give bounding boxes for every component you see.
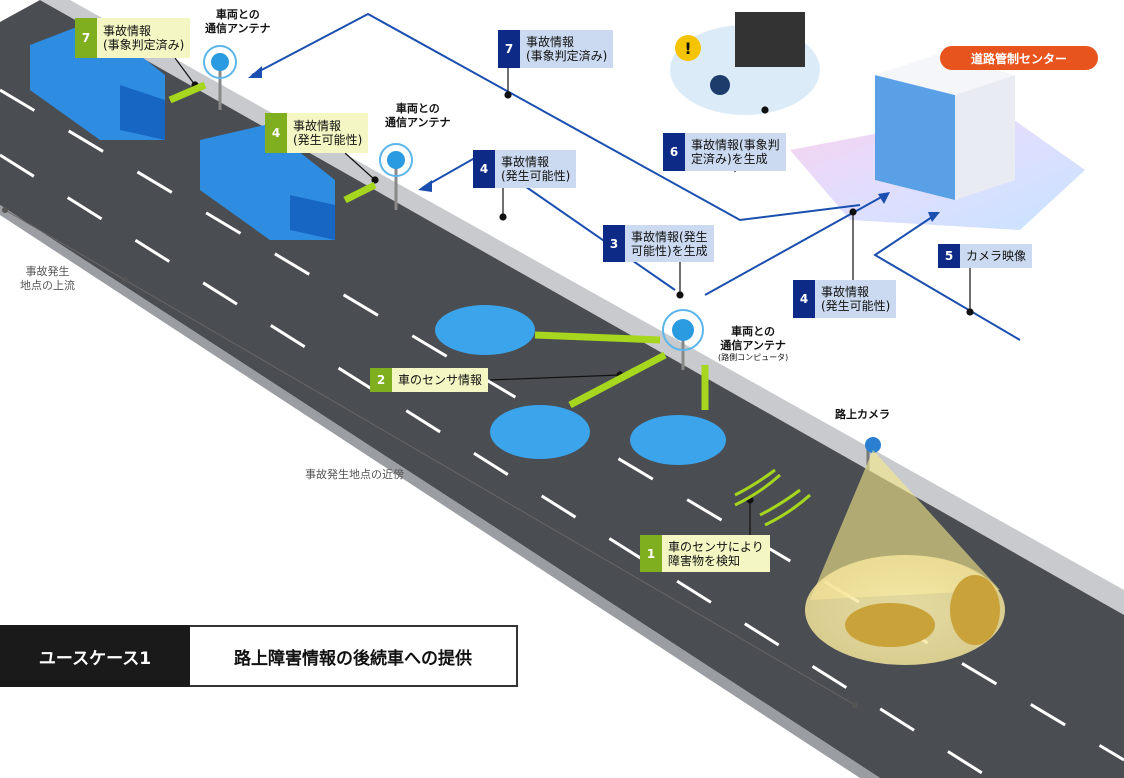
antenna-label: 車両との 通信アンテナ xyxy=(205,8,271,35)
camera-label: 路上カメラ xyxy=(835,408,890,421)
truck xyxy=(200,125,335,240)
antenna-label-roadside: 車両との 通信アンテナ(路側コンピュータ) xyxy=(718,325,788,363)
step-number: 4 xyxy=(265,113,287,153)
camera-icon xyxy=(865,437,881,453)
antenna-label: 車両との 通信アンテナ xyxy=(720,325,786,352)
sensor-waves xyxy=(734,468,812,527)
control-center-label: 道路管制センター xyxy=(940,46,1098,70)
step-number: 2 xyxy=(370,368,392,392)
antenna-label: 車両との 通信アンテナ xyxy=(385,102,451,129)
zone-near: 事故発生地点の近傍 xyxy=(305,468,404,481)
step-number: 4 xyxy=(473,150,495,188)
step-number: 1 xyxy=(640,535,662,572)
guardrail xyxy=(40,0,1124,615)
callout-text: 事故情報(発生 可能性)を生成 xyxy=(625,225,714,262)
callout-text: 事故情報 (発生可能性) xyxy=(495,150,577,188)
callout-text: 事故情報 (発生可能性) xyxy=(815,280,897,318)
callout-text: 事故情報 (発生可能性) xyxy=(287,113,369,153)
zone-line xyxy=(4,209,856,706)
use-case-banner: ユースケース1 路上障害情報の後続車への提供 xyxy=(0,625,518,687)
zone-upstream: 事故発生 地点の上流 xyxy=(20,265,75,292)
alert-icon xyxy=(675,35,701,61)
step-number: 3 xyxy=(603,225,625,262)
callout-text: 事故情報 (事象判定済み) xyxy=(97,18,191,58)
green-arrows xyxy=(168,81,709,410)
step-number: 7 xyxy=(498,30,520,68)
callout-text: 事故情報 (事象判定済み) xyxy=(520,30,614,68)
control-center-building xyxy=(875,75,955,200)
antenna-sublabel: (路側コンピュータ) xyxy=(718,353,789,362)
callout-text: カメラ映像 xyxy=(960,244,1033,268)
step-number: 5 xyxy=(938,244,960,268)
road-shoulder xyxy=(0,205,880,778)
callout-text: 車のセンサ情報 xyxy=(392,368,489,392)
antenna-icons xyxy=(203,45,704,370)
use-case-number: ユースケース1 xyxy=(0,625,190,687)
cars xyxy=(435,305,726,465)
step-number: 7 xyxy=(75,18,97,58)
callout-text: 車のセンサにより 障害物を検知 xyxy=(662,535,770,572)
step-number: 4 xyxy=(793,280,815,318)
step-number: 6 xyxy=(663,133,685,171)
use-case-title: 路上障害情報の後続車への提供 xyxy=(190,625,518,687)
callout-text: 事故情報(事象判 定済み)を生成 xyxy=(685,133,786,171)
svg-text:!: ! xyxy=(684,39,691,58)
